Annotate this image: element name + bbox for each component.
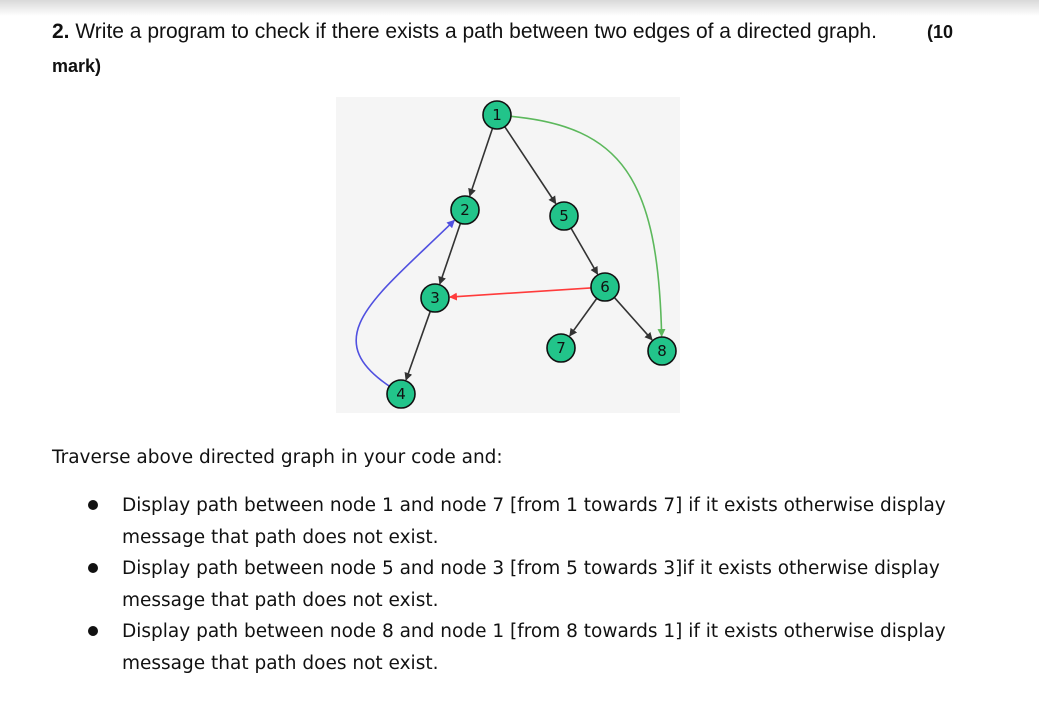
- graph-svg: 1 2 3 4 5 6 7 8: [355, 100, 677, 409]
- edge-4-to-2: [355, 219, 455, 387]
- node-label: 7: [556, 339, 566, 357]
- question-marks-unit: mark): [52, 56, 102, 76]
- graph-node-4: 4: [386, 379, 416, 409]
- edge-1-to-5: [504, 126, 557, 205]
- question-text: Write a program to check if there exists…: [75, 20, 877, 43]
- graph-node-3: 3: [420, 283, 450, 313]
- question-marks: (10: [927, 22, 954, 42]
- node-circle: [546, 333, 576, 363]
- instructions-text: Traverse above directed graph in your co…: [52, 447, 503, 468]
- task-item: Display path between node 8 and node 1 […: [88, 616, 1018, 679]
- edge-1-to-8: [510, 115, 666, 338]
- node-circle: [590, 272, 620, 302]
- node-label: 1: [492, 106, 502, 124]
- task-list: Display path between node 1 and node 7 […: [88, 490, 1018, 679]
- node-circle: [482, 100, 512, 130]
- task-item: Display path between node 5 and node 3 […: [88, 553, 1018, 616]
- task-item: Display path between node 1 and node 7 […: [88, 490, 1018, 553]
- node-circle: [549, 201, 579, 231]
- graph-node-2: 2: [450, 195, 480, 225]
- question-number: 2.: [52, 20, 70, 43]
- bullet-icon: [88, 563, 98, 573]
- node-label: 2: [460, 201, 470, 219]
- node-label: 5: [559, 207, 569, 225]
- graph-figure: 1 2 3 4 5 6 7 8: [336, 97, 680, 413]
- graph-node-7: 7: [546, 333, 576, 363]
- bullet-icon: [88, 500, 98, 510]
- edge-6-to-7: [569, 297, 598, 337]
- edge-2-to-3: [438, 222, 462, 285]
- graph-node-6: 6: [590, 272, 620, 302]
- node-circle: [386, 379, 416, 409]
- top-shade: [0, 0, 1039, 16]
- graph-node-5: 5: [549, 201, 579, 231]
- node-circle: [420, 283, 450, 313]
- node-label: 6: [600, 278, 610, 296]
- graph-node-8: 8: [647, 336, 677, 366]
- bullet-icon: [88, 626, 98, 636]
- edge-6-to-8: [613, 296, 653, 341]
- task-line: message that path does not exist.: [122, 589, 439, 611]
- task-line: message that path does not exist.: [122, 652, 439, 674]
- task-line: Display path between node 1 and node 7 […: [122, 495, 946, 516]
- node-circle: [450, 195, 480, 225]
- edge-1-to-2: [468, 128, 494, 197]
- graph-node-1: 1: [482, 100, 512, 130]
- task-line: Display path between node 5 and node 3 […: [122, 558, 940, 579]
- task-line: message that path does not exist.: [122, 526, 439, 548]
- node-label: 8: [657, 342, 667, 360]
- node-label: 4: [396, 385, 406, 403]
- question-line: 2. Write a program to check if there exi…: [52, 20, 877, 44]
- edge-6-to-3: [448, 287, 592, 301]
- node-circle: [647, 336, 677, 366]
- task-line: Display path between node 8 and node 1 […: [122, 621, 946, 642]
- edge-3-to-4: [404, 310, 432, 381]
- edge-5-to-6: [570, 227, 599, 275]
- node-label: 3: [430, 289, 440, 307]
